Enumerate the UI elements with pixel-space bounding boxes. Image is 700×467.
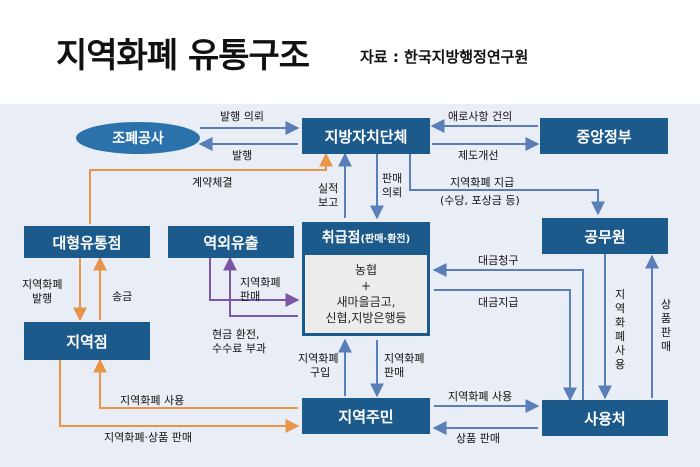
node-large-distributor: 대형유통점 [24,226,150,258]
node-local-gov: 지방자치단체 [302,118,430,154]
label-exchange-2: 수수료 부과 [212,342,267,355]
hub-line-4: 신협,지방은행등 [325,311,407,325]
label-remit: 송금 [112,290,133,303]
label-contract: 계약체결 [192,176,233,189]
label-buy-1: 지역화폐 [298,352,339,365]
label-grievance: 애로사항 건의 [448,110,513,123]
node-central-gov: 중앙정부 [540,118,668,154]
label-use-merchant: 지역화폐 사용 [448,390,513,403]
node-mint: 조폐공사 [76,122,200,154]
label-store-sale: 지역화폐·상품 판매 [104,431,192,444]
label-sell-2: 판매 [240,290,261,303]
arrow-store-to-residents [59,360,300,433]
label-report-1: 실적 [318,182,339,195]
node-residents: 지역주민 [302,398,430,434]
label-pay-2: (수당, 포상금 등) [440,194,520,207]
hub-line-2: + [360,279,372,293]
label-res-sell-1: 지역화폐 [384,352,425,365]
node-hub-body: 농협 + 새마을금고, 신협,지방은행등 [302,252,430,336]
node-civil-servant: 공무원 [542,218,668,254]
label-buy-2: 구입 [310,366,331,379]
arrow-outflow-to-hub [209,256,300,307]
node-hub-header: 취급점 (판매·환전) [302,222,430,252]
label-report-2: 보고 [318,196,339,209]
label-payment: 대금지급 [478,296,519,309]
label-improvement: 제도개선 [458,149,499,162]
source-note: 자료 : 한국지방행정연구원 [360,48,529,66]
label-sales-request-2: 의뢰 [382,186,403,199]
node-local-store: 지역점 [24,322,150,360]
label-sell-1: 지역화폐 [240,276,281,289]
label-goods-sale: 상품 판매 [456,432,500,445]
arrow-hub-to-outflow [223,256,298,317]
hub-line-3: 새마을금고, [336,295,396,309]
label-pay-1: 지역화폐 지급 [450,176,515,189]
label-ld-sell-1: 지역화폐 [22,278,63,291]
label-res-sell-2: 판매 [384,366,405,379]
page-title: 지역화폐 유통구조 [56,36,310,76]
label-use-store: 지역화폐 사용 [120,394,185,407]
label-issue-request: 발행 의뢰 [220,110,264,123]
label-sales-request-1: 판매 [382,172,403,185]
label-bill: 대금청구 [478,254,519,267]
arrow-residents-to-store [93,358,298,409]
label-exchange-1: 현금 환전, [212,328,260,341]
arrow-gov-to-civil [409,154,605,216]
hub-line-1: 농협 [354,263,378,277]
label-ld-sell-2: 발행 [32,292,53,305]
label-issue: 발행 [232,149,253,162]
node-outflow: 역외유출 [168,226,294,258]
hub-subtitle: (판매·환전) [360,233,411,245]
arrow-hub-to-merchant [434,289,577,402]
hub-title: 취급점 [321,230,361,246]
arrow-large-to-gov [89,152,333,224]
node-merchant: 사용처 [542,400,668,436]
arrow-merchant-to-hub [432,263,584,400]
